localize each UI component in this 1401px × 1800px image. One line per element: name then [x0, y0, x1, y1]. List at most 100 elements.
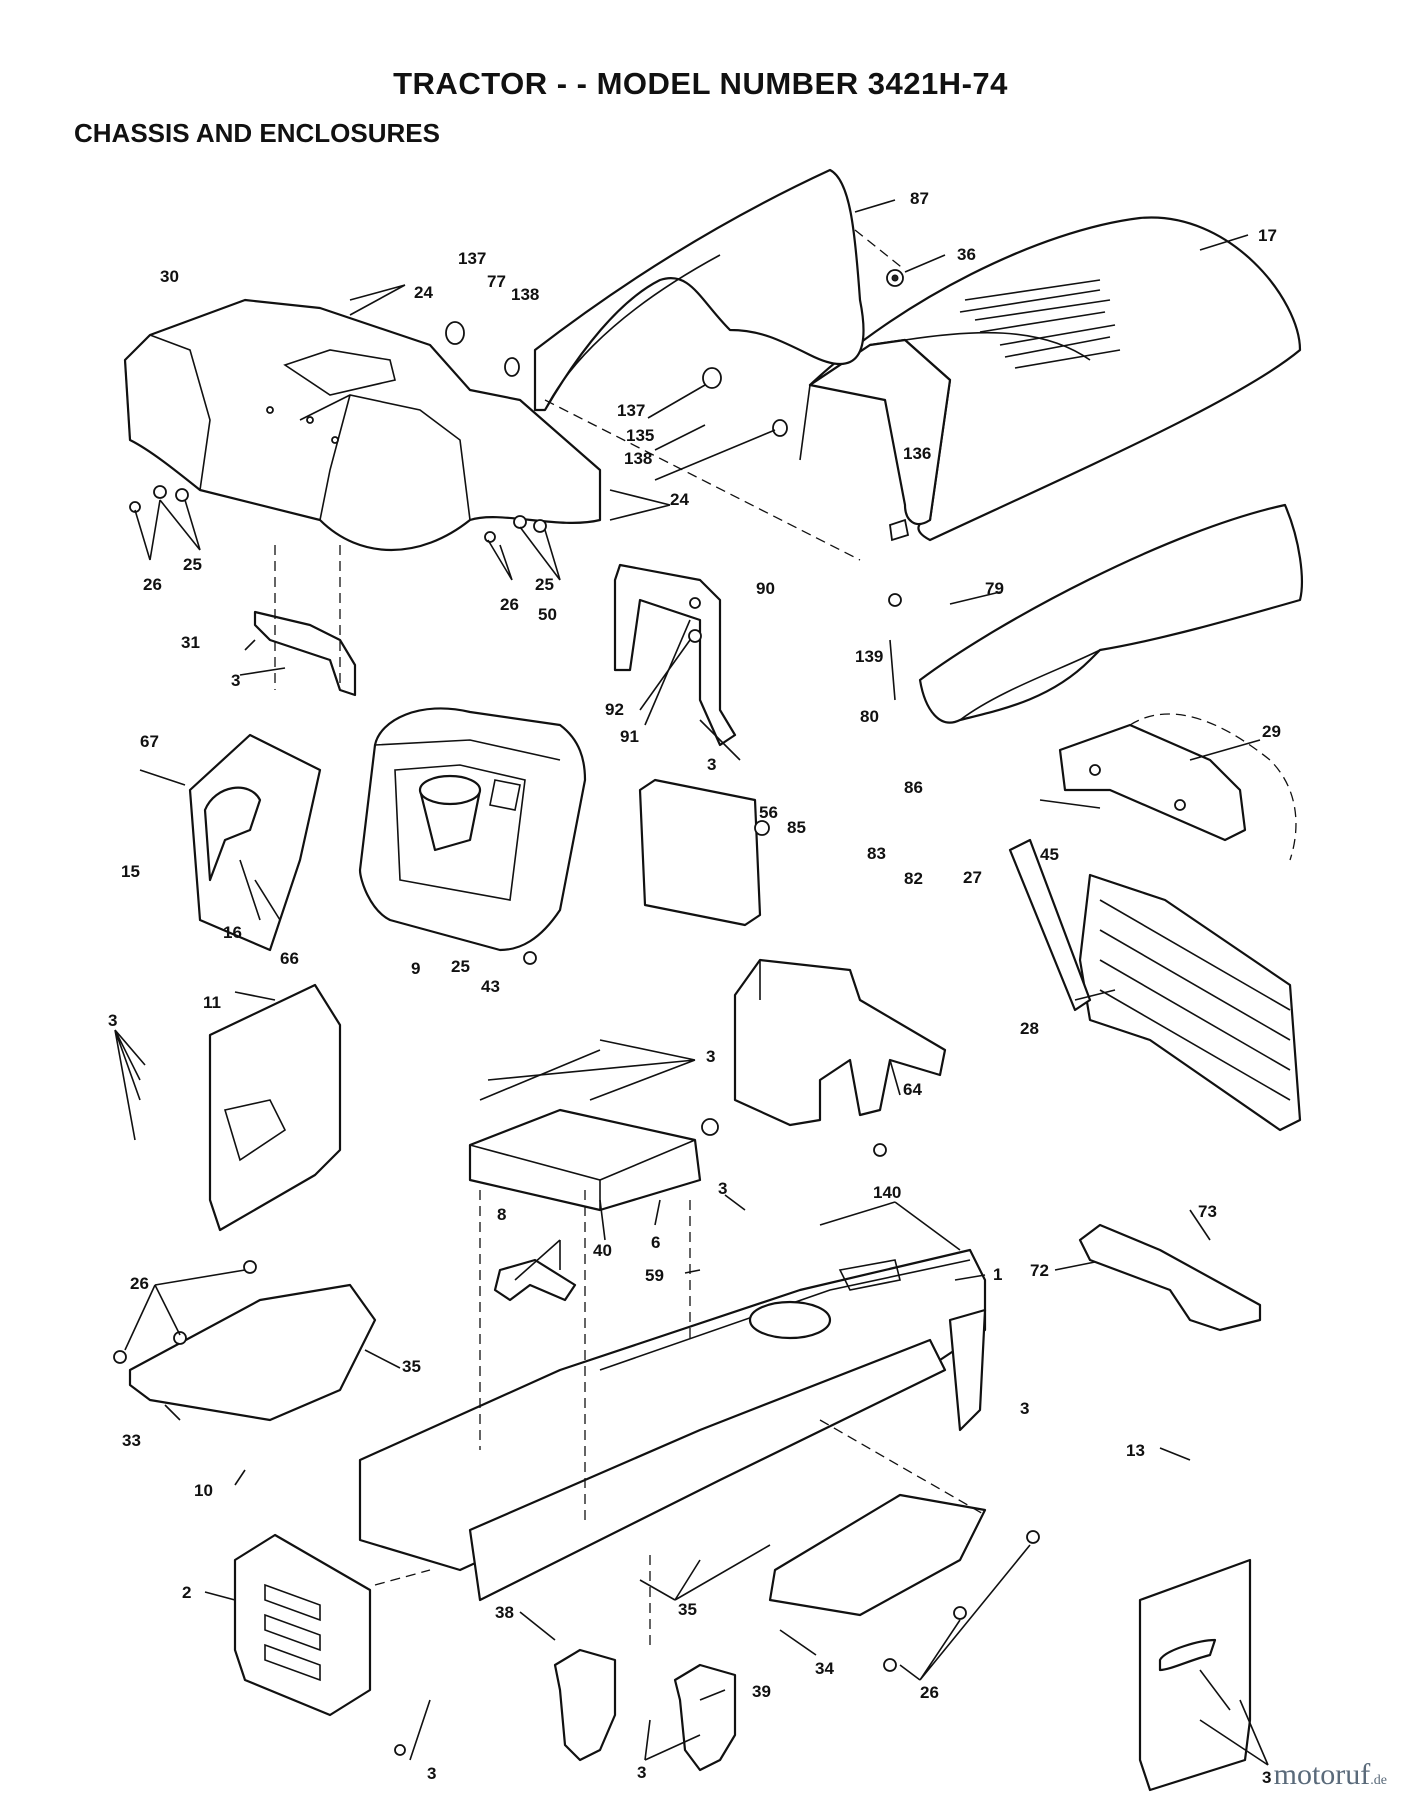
callout: 9	[411, 959, 420, 978]
bracket-part-56	[638, 778, 762, 927]
callout: 83	[867, 844, 886, 863]
hood-part	[799, 216, 1302, 542]
callout: 138	[624, 449, 652, 468]
callout: 26	[920, 1683, 939, 1702]
callout: 66	[280, 949, 299, 968]
callout: 137	[617, 401, 645, 420]
callout: 36	[957, 245, 976, 264]
callout: 33	[122, 1431, 141, 1450]
watermark-logo: motoruf.de	[1273, 1758, 1387, 1791]
callout: 45	[1040, 845, 1059, 864]
floor-plate-part-33	[128, 1283, 377, 1422]
callout: 26	[130, 1274, 149, 1293]
callout: 35	[402, 1357, 421, 1376]
section-title: CHASSIS AND ENCLOSURES	[74, 118, 440, 148]
callout: 35	[678, 1600, 697, 1619]
callout: 3	[1262, 1768, 1271, 1787]
callout: 3	[231, 671, 240, 690]
callout: 3	[707, 755, 716, 774]
side-plate-part-13	[1138, 1558, 1252, 1792]
front-plate-part-2	[233, 1533, 372, 1717]
callout: 1	[993, 1265, 1002, 1284]
callout: 136	[903, 444, 931, 463]
grille-support-part-28	[1008, 838, 1302, 1132]
callout: 137	[458, 249, 486, 268]
callout: 10	[194, 1481, 213, 1500]
callout: 27	[963, 868, 982, 887]
dash-panel-part	[123, 298, 602, 552]
callout: 3	[427, 1764, 436, 1783]
callout: 16	[223, 923, 242, 942]
callout: 24	[414, 283, 433, 302]
callout: 85	[787, 818, 806, 837]
callout: 40	[593, 1241, 612, 1260]
callout: 15	[121, 862, 140, 881]
main-frame-part-1	[358, 1248, 987, 1602]
callout: 34	[815, 1659, 834, 1678]
side-plate-part-11	[208, 983, 342, 1232]
callout: 80	[860, 707, 879, 726]
callout: 3	[108, 1011, 117, 1030]
callout: 135	[626, 426, 654, 445]
alignment-lines	[274, 229, 986, 1650]
callout: 67	[140, 732, 159, 751]
callout: 31	[181, 633, 200, 652]
floor-plate-part-34	[768, 1493, 987, 1617]
dash-outline-29	[1129, 713, 1297, 861]
bracket-part-39	[673, 1663, 737, 1772]
callout: 17	[1258, 226, 1277, 245]
mount-bracket-part-64	[733, 958, 947, 1127]
callout: 3	[637, 1763, 646, 1782]
clip-part-8	[493, 1258, 577, 1302]
callout: 56	[759, 803, 778, 822]
steering-bracket-part	[613, 563, 737, 747]
callout: 25	[183, 555, 202, 574]
callout: 3	[718, 1179, 727, 1198]
callout: 79	[985, 579, 1004, 598]
rear-bracket-part-72	[1078, 1223, 1262, 1332]
callout: 25	[451, 957, 470, 976]
callout: 77	[487, 272, 506, 291]
callout: 30	[160, 267, 179, 286]
support-part-45	[1058, 723, 1247, 842]
front-grille-part	[918, 503, 1303, 724]
callout: 8	[497, 1205, 506, 1224]
callout: 11	[203, 993, 221, 1012]
leader-lines	[114, 199, 1269, 1766]
callout: 3	[1020, 1399, 1029, 1418]
side-panel-part	[533, 168, 865, 412]
callout: 26	[500, 595, 519, 614]
small-bracket-part-31	[253, 610, 357, 697]
callout: 26	[143, 575, 162, 594]
callout: 92	[605, 700, 624, 719]
callout: 59	[645, 1266, 664, 1285]
callout: 72	[1030, 1261, 1049, 1280]
callout: 2	[182, 1583, 191, 1602]
callout: 3	[706, 1047, 715, 1066]
belt-guard-part-66	[188, 733, 322, 952]
bracket-part-38	[553, 1648, 617, 1762]
callout: 87	[910, 189, 929, 208]
callout: 82	[904, 869, 923, 888]
callout: 24	[670, 490, 689, 509]
callout: 64	[903, 1080, 922, 1099]
callout: 91	[620, 727, 639, 746]
callout: 13	[1126, 1441, 1145, 1460]
callout-labels: 87 36 17 137 77 138 30 24 137 135 138 13…	[108, 189, 1281, 1787]
callout: 29	[1262, 722, 1281, 741]
callout: 50	[538, 605, 557, 624]
callout: 39	[752, 1682, 771, 1701]
callout: 28	[1020, 1019, 1039, 1038]
callout: 43	[481, 977, 500, 996]
callout: 90	[756, 579, 775, 598]
battery-tray-part-6	[468, 1108, 702, 1212]
callout: 25	[535, 575, 554, 594]
callout: 6	[651, 1233, 660, 1252]
callout: 38	[495, 1603, 514, 1622]
callout: 140	[873, 1183, 901, 1202]
callout: 86	[904, 778, 923, 797]
hardware-items	[113, 269, 1040, 1756]
page-title: TRACTOR - - MODEL NUMBER 3421H-74	[393, 66, 1008, 101]
callout: 138	[511, 285, 539, 304]
